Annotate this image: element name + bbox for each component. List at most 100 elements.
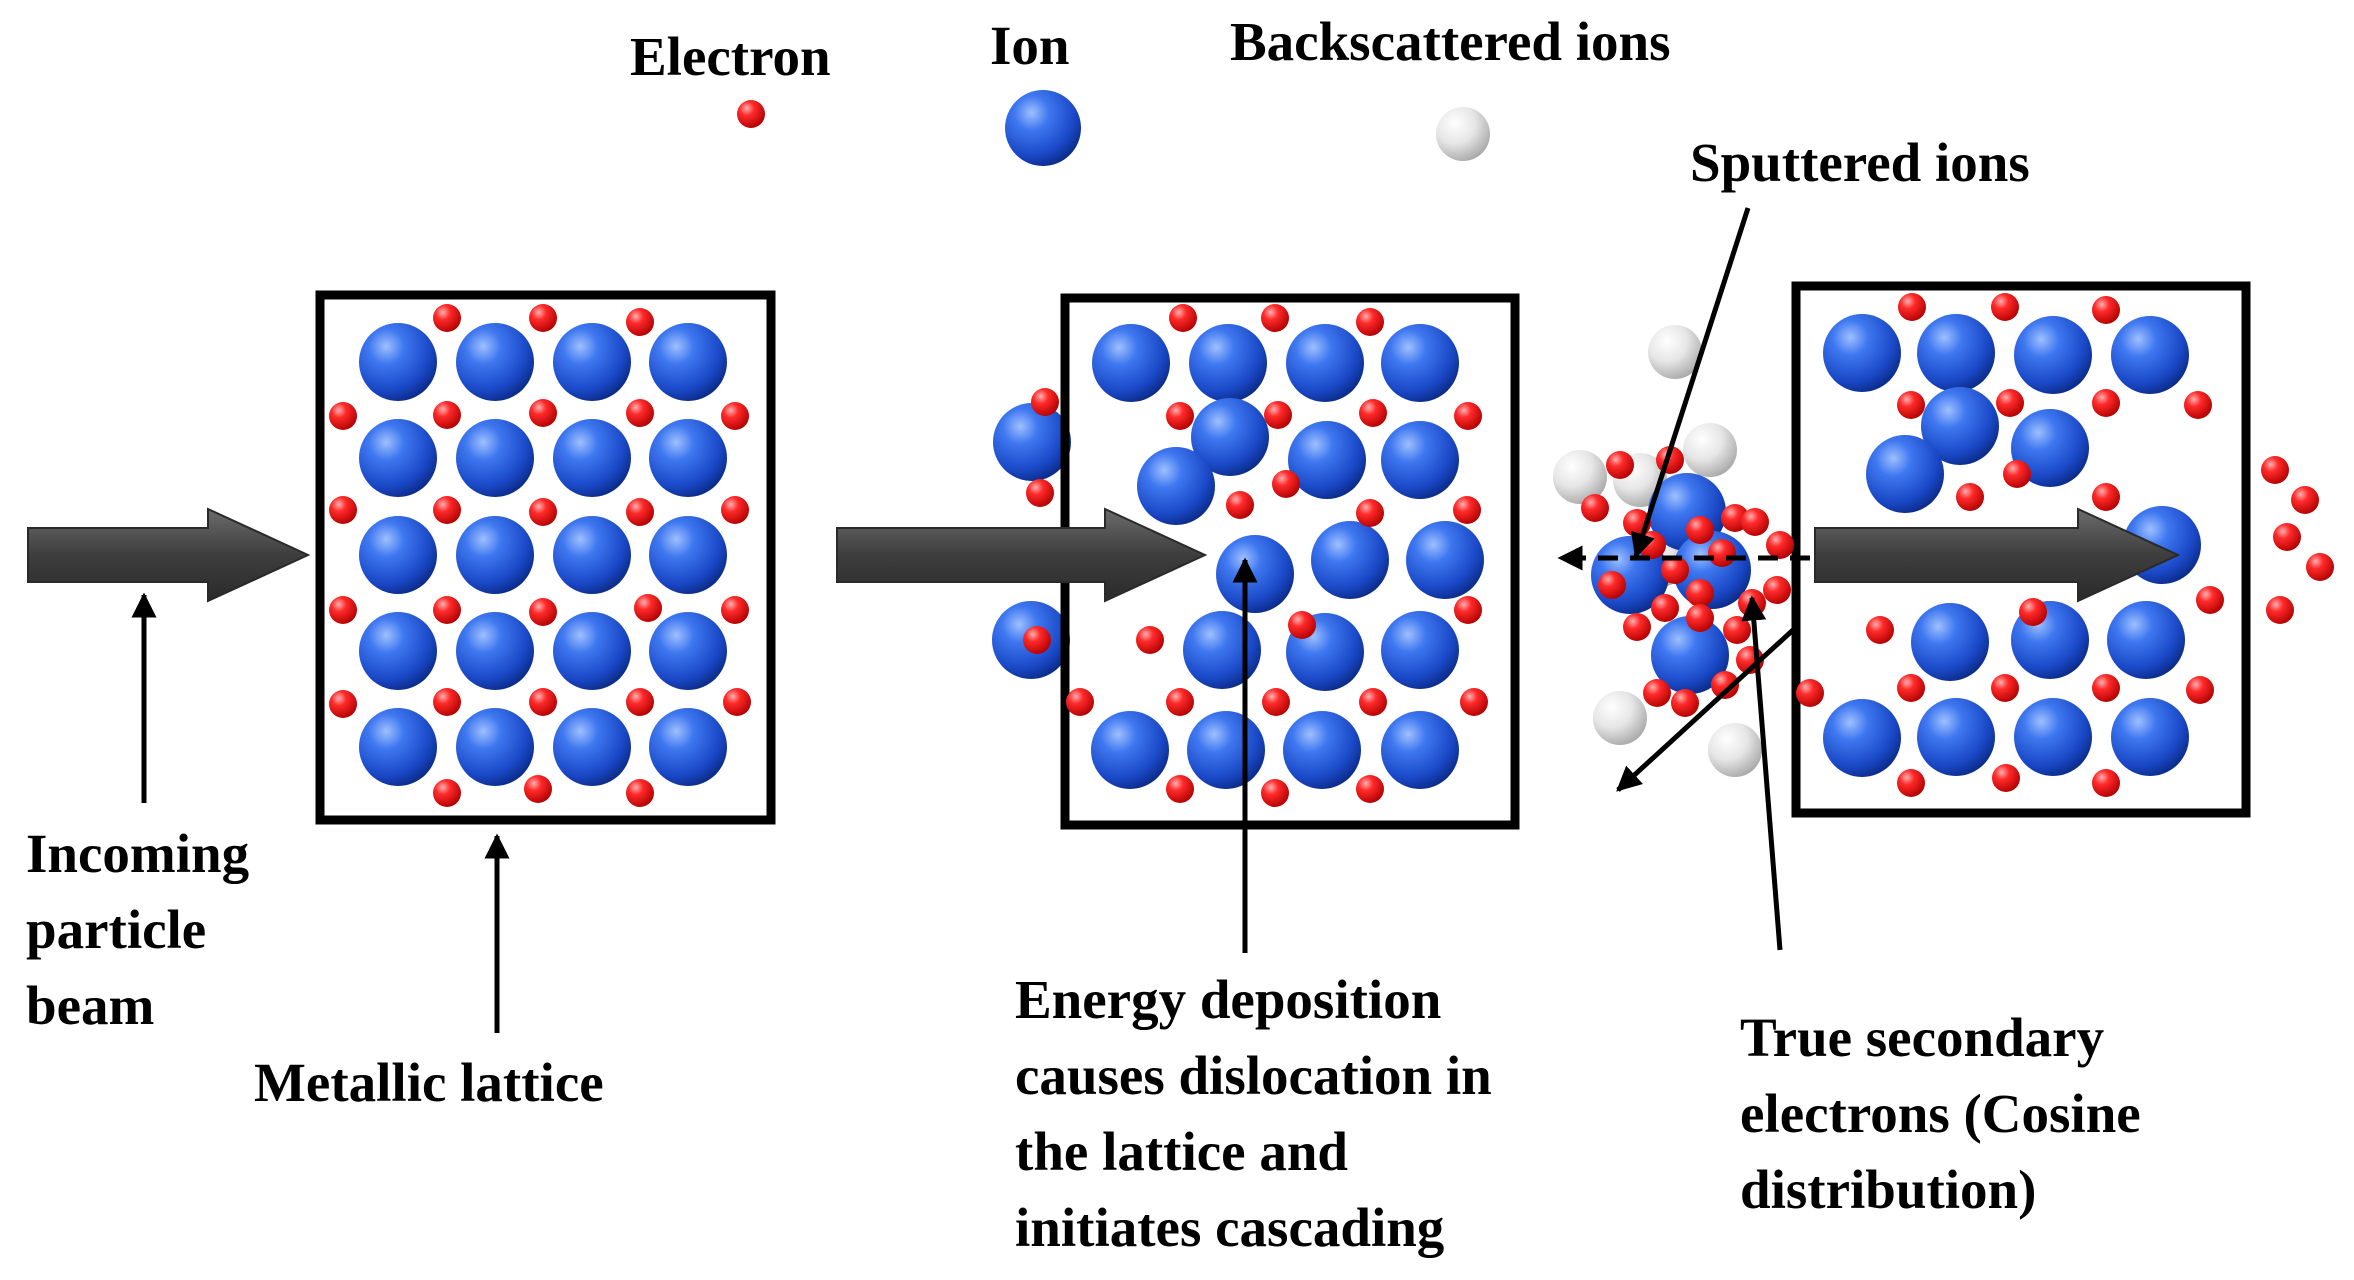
sputtered-ions-pointer (1630, 207, 1751, 559)
secondary-electrons-pointer (1741, 595, 1783, 951)
electron (1708, 539, 1736, 567)
pointer-lines (131, 207, 1810, 1033)
ion (649, 708, 727, 786)
ion (1406, 521, 1484, 599)
ion (1381, 611, 1459, 689)
metallic-lattice-label: Metallic lattice (254, 1052, 604, 1113)
energy-deposition-line-1: Energy deposition (1015, 969, 1442, 1030)
incoming-beam-line-3: beam (26, 975, 155, 1036)
lattice-particles (329, 90, 2334, 807)
electron (1898, 293, 1926, 321)
secondary-line-2: electrons (Cosine (1740, 1083, 2141, 1144)
electron (1166, 402, 1194, 430)
backscattered-ion (1436, 107, 1490, 161)
electron (2092, 483, 2120, 511)
electron (433, 779, 461, 807)
lattice-frame (315, 290, 776, 825)
electron (433, 401, 461, 429)
ion (2107, 601, 2185, 679)
electron (1166, 775, 1194, 803)
electron (2092, 296, 2120, 324)
electron (2184, 391, 2212, 419)
electron (626, 688, 654, 716)
ion (2111, 698, 2189, 776)
ion (456, 708, 534, 786)
electron (433, 596, 461, 624)
ion (1921, 387, 1999, 465)
secondary-line-3: distribution) (1740, 1159, 2037, 1220)
electron (2186, 676, 2214, 704)
ion (1651, 616, 1729, 694)
ion (359, 323, 437, 401)
ion (553, 612, 631, 690)
electron (626, 399, 654, 427)
ion (456, 323, 534, 401)
ion (1191, 398, 1269, 476)
legend-ion-label: Ion (990, 15, 1070, 76)
lattice-frame (1791, 281, 2251, 818)
electron (1453, 496, 1481, 524)
ion (1917, 314, 1995, 392)
incoming-beam-line-1: Incoming (26, 823, 250, 884)
electron (2019, 598, 2047, 626)
electron (1763, 576, 1791, 604)
ion (1216, 535, 1294, 613)
electron (1261, 779, 1289, 807)
ion (1823, 314, 1901, 392)
electron (1454, 596, 1482, 624)
electron (329, 690, 357, 718)
electron (2261, 456, 2289, 484)
ion (553, 708, 631, 786)
electron (1606, 451, 1634, 479)
ion (1917, 698, 1995, 776)
electron (1643, 679, 1671, 707)
energy-deposition-line-3: the lattice and (1015, 1121, 1349, 1182)
electron (1272, 470, 1300, 498)
ion (2014, 698, 2092, 776)
electron (1031, 388, 1059, 416)
electron (1460, 688, 1488, 716)
ion (1091, 711, 1169, 789)
electron (1897, 769, 1925, 797)
ion (553, 516, 631, 594)
ion (1911, 603, 1989, 681)
electron (1991, 293, 2019, 321)
electron (329, 402, 357, 430)
backscattered-ion (1648, 325, 1702, 379)
electron (1623, 613, 1651, 641)
ion (1283, 711, 1361, 789)
transmitted-beam-arrow (836, 507, 1208, 603)
ion (553, 323, 631, 401)
ion (1092, 324, 1170, 402)
ion (1286, 324, 1364, 402)
electron (1723, 616, 1751, 644)
electron (529, 498, 557, 526)
ion (1381, 421, 1459, 499)
electron (1454, 402, 1482, 430)
backscattered-ion (1708, 723, 1762, 777)
electron (2306, 553, 2334, 581)
electron (721, 596, 749, 624)
electron (529, 598, 557, 626)
electron (1686, 579, 1714, 607)
ion (993, 403, 1071, 481)
electron (1956, 483, 1984, 511)
electron (626, 779, 654, 807)
ion (359, 612, 437, 690)
electron (1992, 764, 2020, 792)
electron (721, 402, 749, 430)
true-secondary-electrons-label: True secondary electrons (Cosine distrib… (1740, 1000, 2141, 1228)
electron (329, 596, 357, 624)
ion (359, 419, 437, 497)
ion (649, 516, 727, 594)
backscattered-ion (1553, 450, 1607, 504)
electron (1686, 604, 1714, 632)
ion (359, 516, 437, 594)
electron (433, 496, 461, 524)
ion (359, 708, 437, 786)
backscattered-ion (1683, 423, 1737, 477)
incoming-beam-label: Incoming particle beam (26, 816, 249, 1044)
ion (456, 419, 534, 497)
